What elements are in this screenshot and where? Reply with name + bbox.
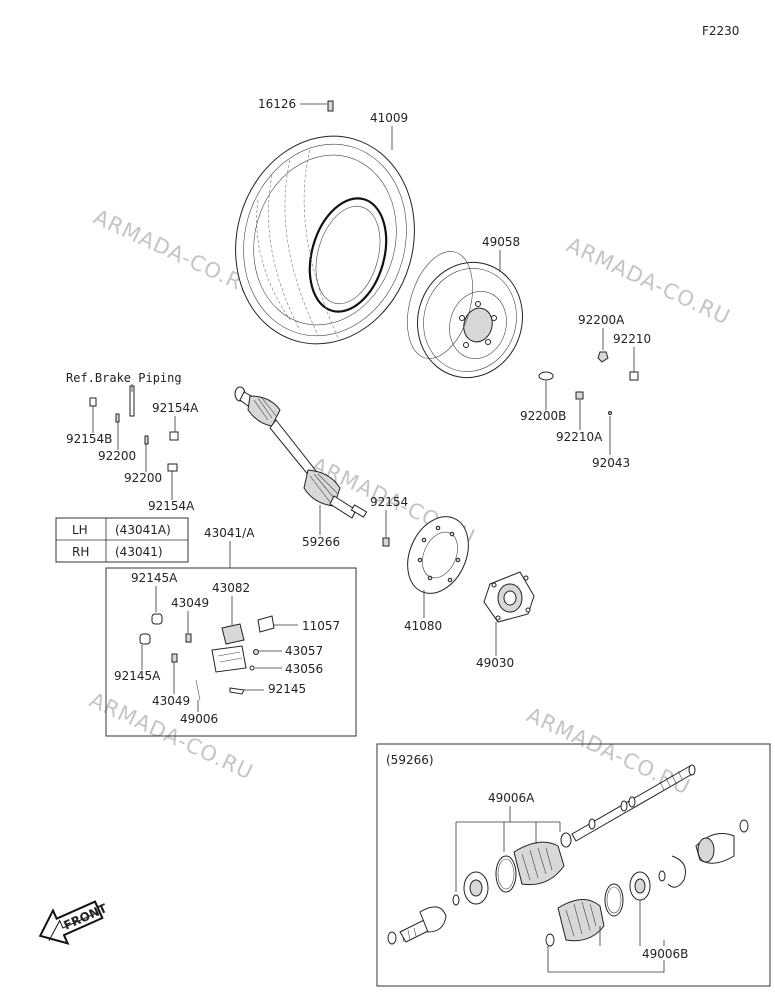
- driveshaft-exploded-drawing: [387, 764, 749, 947]
- label-92145: 92145: [268, 682, 306, 696]
- label-43057: 43057: [285, 644, 323, 658]
- label-43056: 43056: [285, 662, 323, 676]
- label-43049-top: 43049: [171, 596, 209, 610]
- label-92154: 92154: [370, 495, 408, 509]
- hardware-right: [538, 351, 639, 415]
- label-16126: 16126: [258, 97, 296, 111]
- bolt-92154: [382, 537, 390, 547]
- label-11057: 11057: [302, 619, 340, 633]
- label-92200-b: 92200: [124, 471, 162, 485]
- brake-piping-hardware: [89, 384, 179, 472]
- ref-brake-piping-note: Ref.Brake Piping: [66, 371, 182, 385]
- caliper-drawing: [139, 613, 275, 701]
- label-59266: 59266: [302, 535, 340, 549]
- label-41009: 41009: [370, 111, 408, 125]
- label-43049-bottom: 43049: [152, 694, 190, 708]
- label-43082: 43082: [212, 581, 250, 595]
- caliper-group-title: 43041/A: [204, 526, 255, 540]
- side-table-rh: RH: [72, 545, 89, 559]
- driveshaft-group-title: (59266): [386, 753, 434, 767]
- label-92043: 92043: [592, 456, 630, 470]
- front-direction-arrow: FRONT: [38, 900, 110, 945]
- label-92154B: 92154B: [66, 432, 112, 446]
- side-table-lh: LH: [72, 523, 88, 537]
- label-92145A-top: 92145A: [131, 571, 178, 585]
- wheel-rim-drawing: [407, 251, 523, 379]
- label-92210: 92210: [613, 332, 651, 346]
- label-92200-a: 92200: [98, 449, 136, 463]
- valve-stem-drawing: [300, 100, 334, 112]
- label-92154A-bottom: 92154A: [148, 499, 195, 513]
- side-table-rh-part: (43041): [115, 545, 163, 559]
- caliper-group-box: [105, 567, 357, 737]
- side-table-lh-part: (43041A): [115, 523, 171, 537]
- label-49006A: 49006A: [488, 791, 535, 805]
- label-92200A: 92200A: [578, 313, 625, 327]
- label-41080: 41080: [404, 619, 442, 633]
- tire-drawing: [235, 135, 415, 345]
- label-49006B: 49006B: [642, 947, 688, 961]
- label-92200B: 92200B: [520, 409, 566, 423]
- drive-shaft-drawing: [234, 386, 368, 519]
- label-49030: 49030: [476, 656, 514, 670]
- label-49006: 49006: [180, 712, 218, 726]
- label-92210A: 92210A: [556, 430, 603, 444]
- diagram-code: F2230: [702, 24, 739, 38]
- label-92154A-top: 92154A: [152, 401, 199, 415]
- label-92145A-bottom: 92145A: [114, 669, 161, 683]
- driveshaft-group-box: [376, 743, 771, 987]
- brake-disc-drawing: [407, 516, 469, 594]
- side-table: LH (43041A) RH (43041): [55, 517, 189, 563]
- label-49058: 49058: [482, 235, 520, 249]
- hub-drawing: [483, 571, 535, 623]
